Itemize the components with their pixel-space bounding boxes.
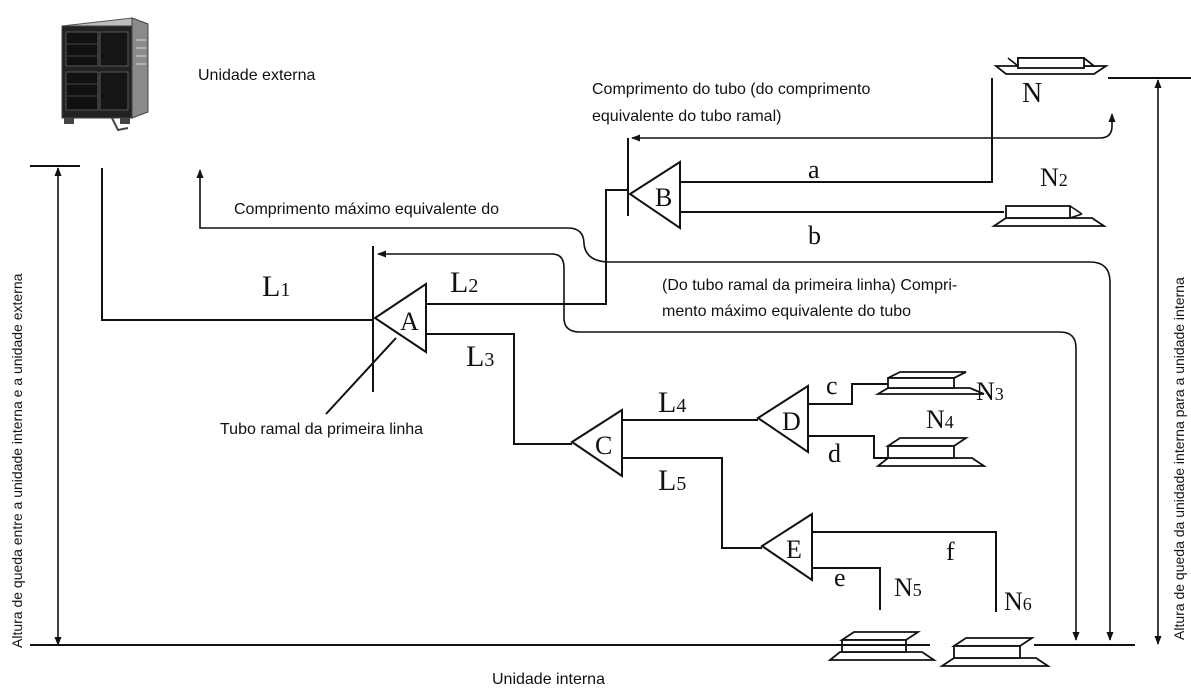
drop-outdoor-indoor-label: Altura de queda entre a unidade interna … [9,273,25,648]
pipe-length-arrow [631,113,1116,142]
pipe-f-label: f [946,537,955,566]
indoor-unit-N5-label: N5 [894,573,922,602]
first-branch-pointer [325,337,397,415]
pipe-L3 [426,333,572,445]
first-branch-length-arrow [377,250,1080,641]
pipe-e-label: e [834,563,846,592]
pipe-L1-label: L1 [262,270,290,303]
pipe-d [808,435,890,459]
max-equiv-length-label: Comprimento máximo equivalente do [234,201,499,218]
branch-A-label: A [400,307,419,336]
indoor-unit-N6-label: N6 [1004,587,1032,616]
branch-B-label: B [655,183,672,212]
indoor-unit-N3-label: N3 [976,377,1004,406]
branch-C-label: C [595,431,612,460]
indoor-unit-label: Unidade interna [492,671,605,688]
first-branch-label: Tubo ramal da primeira linha [220,421,423,438]
first-branch-length-label-line2: mento máximo equivalente do tubo [662,303,911,320]
pipe-L5 [622,457,762,549]
indoor-unit-N4-label: N4 [926,405,954,434]
indoor-unit-N3 [874,371,985,395]
pipe-d-label: d [828,439,841,468]
indoor-unit-N2 [991,205,1107,227]
branch-D-label: D [782,407,801,436]
pipe-L5-label: L5 [658,464,686,497]
pipe-L4-label: L4 [658,386,686,419]
indoor-unit-N6 [939,637,1051,667]
pipe-c-label: c [826,371,838,400]
pipe-L2-label: L2 [450,266,478,299]
pipe-b-label: b [808,221,821,250]
outdoor-unit-icon [61,17,149,132]
first-branch-length-label-line1: (Do tubo ramal da primeira linha) Compri… [662,277,957,294]
branch-E-label: E [786,535,802,564]
indoor-unit-N1 [993,57,1109,75]
pipe-L1 [101,168,372,321]
pipe-e [812,567,881,610]
indoor-unit-N2-label: N2 [1040,163,1068,192]
indoor-unit-N4 [875,437,987,467]
pipe-length-label-line2: equivalente do tubo ramal) [592,108,781,125]
pipe-a-label: a [808,155,820,184]
drop-indoor-indoor-label: Altura de queda da unidade interna para … [1171,277,1187,640]
outdoor-unit-label: Unidade externa [198,67,316,84]
pipe-length-label-line1: Comprimento do tubo (do comprimento [592,81,870,98]
pipe-L3-label: L3 [466,340,494,373]
indoor-unit-N1-label: N [1022,78,1042,109]
drop-dimension-left [30,165,80,646]
max-equiv-length-arrow [196,169,1114,641]
